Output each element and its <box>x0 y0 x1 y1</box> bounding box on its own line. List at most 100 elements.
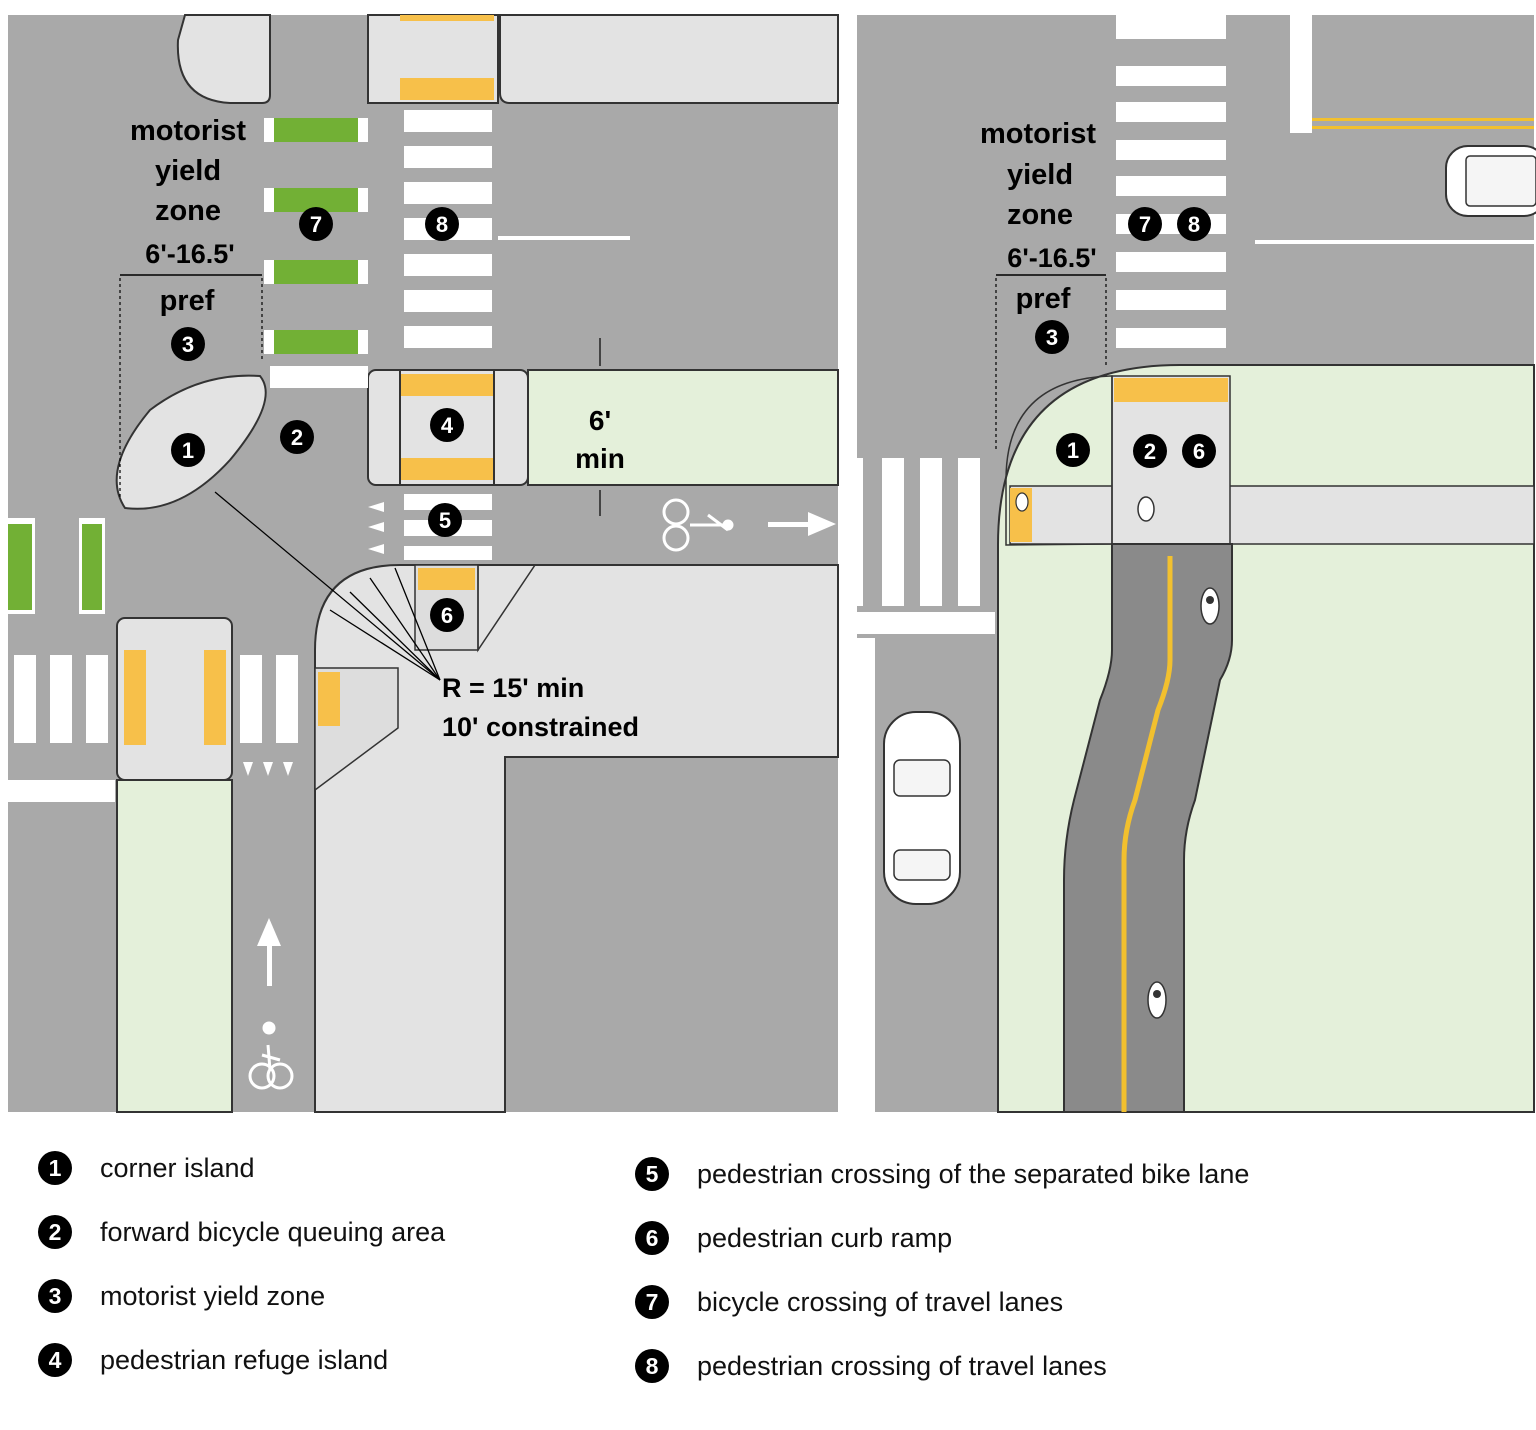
centerline <box>1312 118 1534 121</box>
stop-bar <box>8 780 115 802</box>
tactile-strip <box>318 672 340 726</box>
legend-badge: 6 <box>635 1221 669 1255</box>
legend-text: corner island <box>100 1152 255 1183</box>
legend-item: 8 pedestrian crossing of travel lanes <box>635 1346 1107 1386</box>
dimension-label: 6'-16.5' <box>145 239 234 269</box>
crosswalk-left <box>857 458 980 606</box>
legend-item: 4 pedestrian refuge island <box>38 1340 388 1380</box>
svg-text:7: 7 <box>1139 212 1151 237</box>
yield-zone-label: yield <box>1007 159 1073 191</box>
corner-island-outline <box>1005 375 1113 546</box>
badge-1: 1 <box>171 433 205 467</box>
svg-text:3: 3 <box>1046 325 1058 350</box>
legend-text: pedestrian crossing of travel lanes <box>697 1350 1107 1381</box>
badge-2: 2 <box>1133 434 1167 468</box>
separated-bike-lane <box>1063 543 1233 1113</box>
bicycle-symbol-icon <box>662 498 734 552</box>
legend-text: pedestrian crossing of the separated bik… <box>697 1158 1250 1189</box>
vertical-buffer-planting <box>116 779 233 1113</box>
dimension-label: 6'-16.5' <box>1007 243 1096 273</box>
arrow-right-icon <box>768 512 836 536</box>
pref-label: pref <box>1016 283 1071 315</box>
badge-2: 2 <box>280 420 314 454</box>
bike-centerline <box>1121 556 1173 1112</box>
left-panel: motorist yield zone 6'-16.5' pref 6' min… <box>8 14 839 1113</box>
legend-item: 5 pedestrian crossing of the separated b… <box>635 1154 1249 1194</box>
arrow-up-icon <box>257 918 281 986</box>
legend-item: 6 pedestrian curb ramp <box>635 1218 952 1258</box>
legend-text: pedestrian refuge island <box>100 1344 389 1375</box>
badge-3: 3 <box>1035 320 1069 354</box>
legend-item: 1 corner island <box>38 1148 255 1188</box>
tactile-strip <box>400 374 494 396</box>
svg-text:8: 8 <box>1188 212 1200 237</box>
badge-8: 8 <box>1177 207 1211 241</box>
legend-badge: 8 <box>635 1349 669 1383</box>
radius-label: 10' constrained <box>442 712 639 742</box>
corner-sidewalk <box>314 564 839 1113</box>
lane-line <box>498 236 630 240</box>
stop-bar <box>1290 15 1312 133</box>
yield-triangles <box>243 502 384 776</box>
tactile-strip <box>400 458 494 480</box>
car-icon <box>883 711 961 905</box>
legend-item: 2 forward bicycle queuing area <box>38 1212 445 1252</box>
buffer-width-label: min <box>575 443 625 474</box>
badge-5: 5 <box>428 503 462 537</box>
crosswalk-left <box>14 655 298 743</box>
legend-text: bicycle crossing of travel lanes <box>697 1286 1064 1317</box>
yield-zone-label: motorist <box>130 115 246 147</box>
svg-text:1: 1 <box>182 438 194 463</box>
badge-3: 3 <box>171 327 205 361</box>
cyclist-icon <box>1147 981 1167 1019</box>
legend: 1 corner island 2 forward bicycle queuin… <box>0 1130 1536 1410</box>
legend-text: motorist yield zone <box>100 1280 326 1311</box>
pedestrian-icon <box>1015 492 1029 512</box>
svg-text:2: 2 <box>1144 439 1156 464</box>
svg-text:2: 2 <box>291 425 303 450</box>
legend-badge: 1 <box>38 1151 72 1185</box>
badge-6: 6 <box>430 598 464 632</box>
lane-line <box>1255 240 1534 244</box>
svg-text:6: 6 <box>1193 439 1205 464</box>
right-panel: motorist yield zone 6'-16.5' pref 1 2 3 … <box>857 15 1536 1113</box>
yield-zone-label: yield <box>155 155 221 187</box>
stop-bar <box>270 366 368 388</box>
tactile-strip <box>204 650 226 745</box>
badge-7: 7 <box>1128 207 1162 241</box>
legend-text: pedestrian curb ramp <box>697 1222 953 1253</box>
top-sidewalk <box>499 14 839 104</box>
centerline <box>1312 126 1534 129</box>
badge-8: 8 <box>425 207 459 241</box>
cyclist-icon <box>1137 496 1155 522</box>
yield-zone-label: motorist <box>980 118 1096 150</box>
edge-line <box>857 638 875 1112</box>
legend-badge: 3 <box>38 1279 72 1313</box>
legend-text: forward bicycle queuing area <box>100 1216 446 1247</box>
tactile-strip <box>418 568 475 590</box>
pref-label: pref <box>160 285 215 317</box>
cyclist-icon <box>1200 587 1220 625</box>
badge-7: 7 <box>299 207 333 241</box>
svg-text:3: 3 <box>182 332 194 357</box>
tactile-strip <box>400 78 494 100</box>
svg-text:7: 7 <box>310 212 322 237</box>
sidewalk-band <box>1009 485 1535 545</box>
legend-item: 7 bicycle crossing of travel lanes <box>635 1282 1063 1322</box>
svg-text:1: 1 <box>1067 438 1079 463</box>
intersection-diagram: motorist yield zone 6'-16.5' pref 6' min… <box>8 14 1536 1113</box>
radius-label: R = 15' min <box>442 673 584 703</box>
legend-badge: 4 <box>38 1343 72 1377</box>
buffer-planting <box>527 369 839 486</box>
yield-zone-label: zone <box>155 195 221 227</box>
tactile-strip <box>400 15 494 21</box>
legend-badge: 2 <box>38 1215 72 1249</box>
tactile-strip <box>1114 378 1228 402</box>
svg-text:8: 8 <box>436 212 448 237</box>
legend-item: 3 motorist yield zone <box>38 1276 325 1316</box>
top-left-corner <box>176 14 271 104</box>
badge-1: 1 <box>1056 433 1090 467</box>
tactile-strip <box>124 650 146 745</box>
legend-badge: 7 <box>635 1285 669 1319</box>
svg-text:6: 6 <box>441 603 453 628</box>
